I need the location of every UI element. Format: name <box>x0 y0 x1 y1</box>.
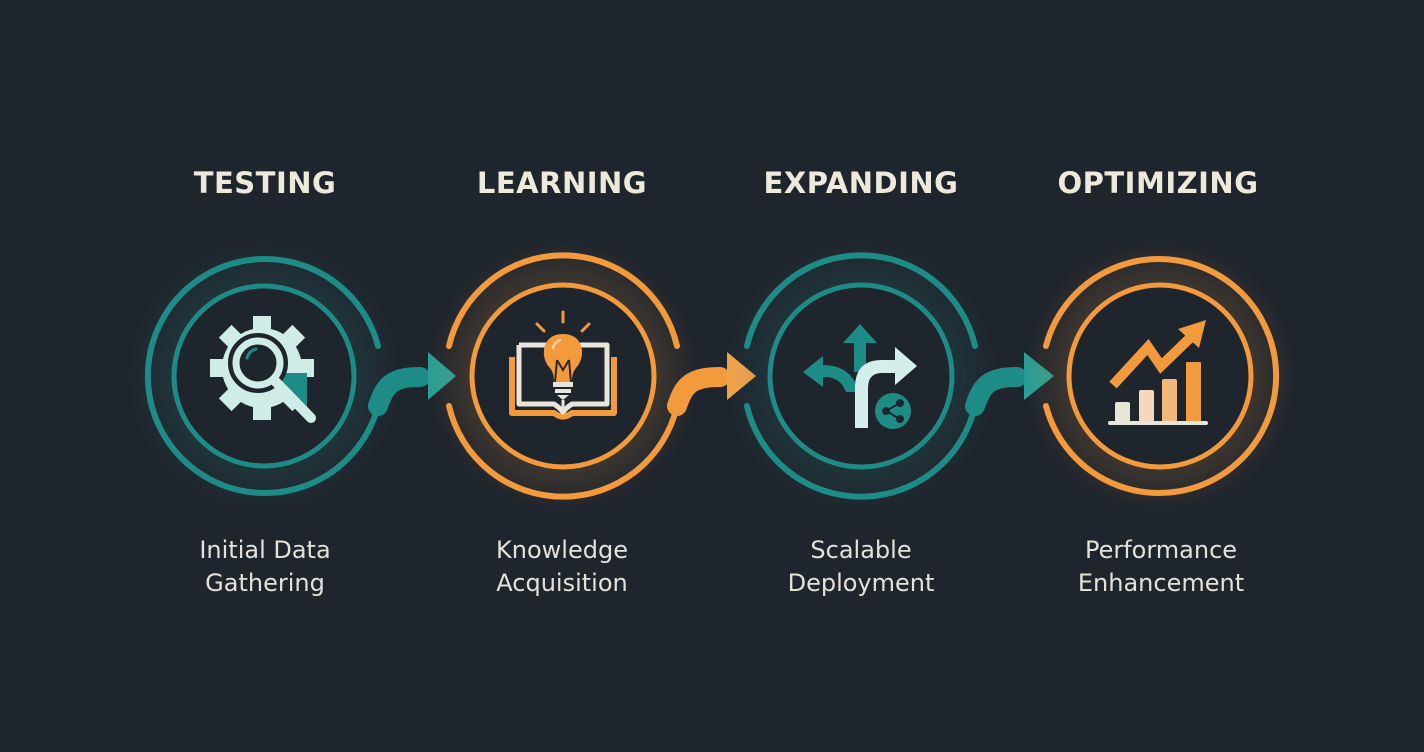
gear-magnifier-icon <box>210 316 316 423</box>
step-description-learning: Knowledge Acquisition <box>412 534 712 600</box>
description-line: Knowledge <box>496 536 628 564</box>
description-line: Acquisition <box>496 569 628 597</box>
step-description-testing: Initial Data Gathering <box>115 534 415 600</box>
description-line: Gathering <box>205 569 325 597</box>
step-description-expanding: Scalable Deployment <box>711 534 1011 600</box>
description-line: Performance <box>1084 536 1238 564</box>
step-title-learning: LEARNING <box>476 166 648 200</box>
step-expanding <box>726 241 1054 511</box>
description-line: Enhancement <box>1077 569 1245 597</box>
lightbulb-book-icon <box>509 310 617 420</box>
step-title-expanding: EXPANDING <box>763 166 959 200</box>
step-learning <box>428 241 756 511</box>
branching-arrows-icon <box>803 324 917 429</box>
step-optimizing <box>1025 241 1295 511</box>
description-line: Scalable <box>810 536 912 564</box>
growth-chart-icon <box>1108 320 1208 425</box>
step-title-testing: TESTING <box>193 166 337 200</box>
step-testing <box>129 241 456 511</box>
description-line: Initial Data <box>199 536 331 564</box>
step-title-optimizing: OPTIMIZING <box>1057 166 1259 200</box>
step-description-optimizing: Performance Enhancement <box>1011 534 1311 600</box>
description-line: Deployment <box>787 569 935 597</box>
